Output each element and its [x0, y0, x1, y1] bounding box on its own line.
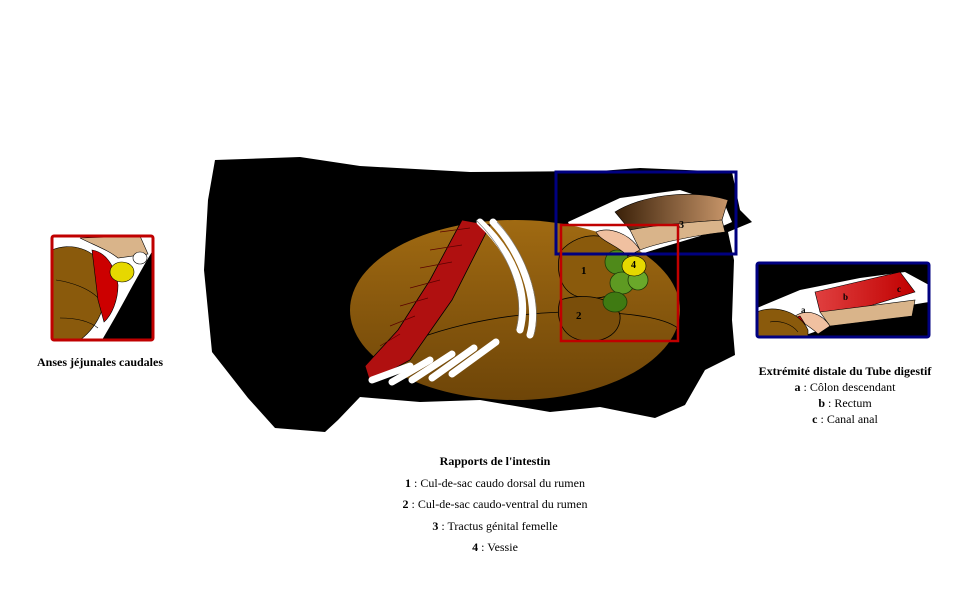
legend-item-2: 2 : Cul-de-sac caudo-ventral du rumen	[350, 494, 640, 516]
legend-item-b: b : Rectum	[745, 395, 945, 411]
label-b: b	[843, 292, 848, 302]
legend-item-4: 4 : Vessie	[350, 537, 640, 559]
caption-jejunal-title: Anses jéjunales caudales	[37, 355, 163, 369]
caption-jejunal: Anses jéjunales caudales	[20, 354, 180, 370]
inset-distal: a b c	[757, 263, 929, 337]
inset-jejunal	[52, 236, 153, 340]
legend-item-c: c : Canal anal	[745, 411, 945, 427]
caption-distal-title: Extrémité distale du Tube digestif	[759, 364, 932, 378]
caption-rapports: Rapports de l'intestin 1 : Cul-de-sac ca…	[350, 451, 640, 559]
legend-item-a: a : Côlon descendant	[745, 379, 945, 395]
label-4: 4	[631, 260, 636, 271]
label-c: c	[897, 284, 901, 294]
label-2: 2	[576, 310, 582, 322]
caption-distal: Extrémité distale du Tube digestif a : C…	[745, 363, 945, 427]
label-3: 3	[679, 220, 684, 231]
caption-rapports-title: Rapports de l'intestin	[440, 454, 551, 468]
label-1: 1	[581, 265, 587, 277]
label-a: a	[801, 305, 806, 315]
legend-item-3: 3 : Tractus génital femelle	[350, 516, 640, 538]
legend-item-1: 1 : Cul-de-sac caudo dorsal du rumen	[350, 473, 640, 495]
